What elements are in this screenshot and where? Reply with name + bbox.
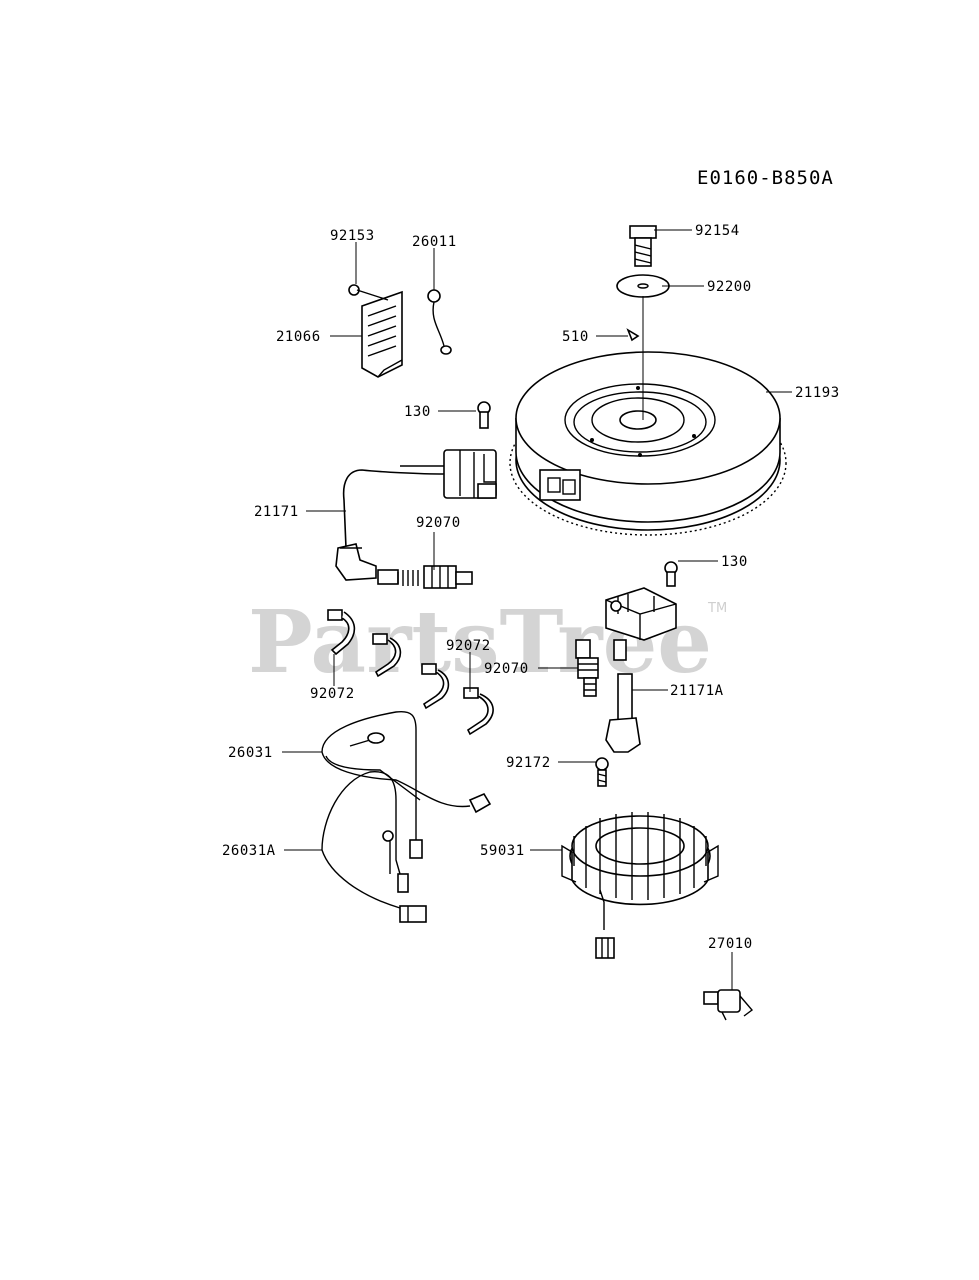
callout-21066[interactable]: 21066 xyxy=(276,329,321,345)
callout-92200[interactable]: 92200 xyxy=(707,279,752,295)
lead-harness-26031[interactable] xyxy=(321,710,492,859)
ignition-coil-21171[interactable] xyxy=(335,401,497,581)
callout-26031[interactable]: 26031 xyxy=(228,745,273,761)
callout-26031A[interactable]: 26031A xyxy=(222,843,276,859)
callout-92153[interactable]: 92153 xyxy=(330,228,375,244)
callout-92070-upper[interactable]: 92070 xyxy=(416,515,461,531)
spark-plug-92070-lower[interactable] xyxy=(575,639,599,697)
callout-59031[interactable]: 59031 xyxy=(480,843,525,859)
callout-92172[interactable]: 92172 xyxy=(506,755,551,771)
lead-harness-26031A[interactable] xyxy=(321,771,427,923)
callout-21193[interactable]: 21193 xyxy=(795,385,840,401)
clip-92072-2[interactable] xyxy=(372,633,402,678)
diagram-code: E0160-B850A xyxy=(697,167,834,189)
callout-92072-right[interactable]: 92072 xyxy=(446,638,491,654)
callout-92154[interactable]: 92154 xyxy=(695,223,740,239)
washer-92200[interactable] xyxy=(616,274,670,298)
ignition-coil-21171A[interactable] xyxy=(605,561,678,753)
callout-27010[interactable]: 27010 xyxy=(708,936,753,952)
flywheel-21193[interactable] xyxy=(509,351,787,536)
stator-59031[interactable] xyxy=(561,812,719,959)
spark-plug-92070-upper[interactable] xyxy=(377,565,473,589)
clip-92072-1[interactable] xyxy=(327,609,356,656)
watermark-trademark: TM xyxy=(707,601,727,616)
callout-21171[interactable]: 21171 xyxy=(254,504,299,520)
callout-510[interactable]: 510 xyxy=(562,329,589,345)
clip-92072-4[interactable] xyxy=(463,687,494,736)
regulator-21066[interactable] xyxy=(361,290,403,378)
callout-26011[interactable]: 26011 xyxy=(412,234,457,250)
callout-130-upper[interactable]: 130 xyxy=(404,404,431,420)
callout-21171A[interactable]: 21171A xyxy=(670,683,724,699)
clip-92072-3[interactable] xyxy=(421,663,450,710)
callout-92072-left[interactable]: 92072 xyxy=(310,686,355,702)
callout-130-lower[interactable]: 130 xyxy=(721,554,748,570)
bolt-92154[interactable] xyxy=(629,225,657,267)
bolt-92172[interactable] xyxy=(595,757,609,787)
key-510[interactable] xyxy=(626,328,640,342)
screw-92153[interactable] xyxy=(348,284,389,301)
switch-27010[interactable] xyxy=(703,989,754,1021)
callout-92070-lower[interactable]: 92070 xyxy=(484,661,529,677)
lead-26011[interactable] xyxy=(427,289,452,355)
